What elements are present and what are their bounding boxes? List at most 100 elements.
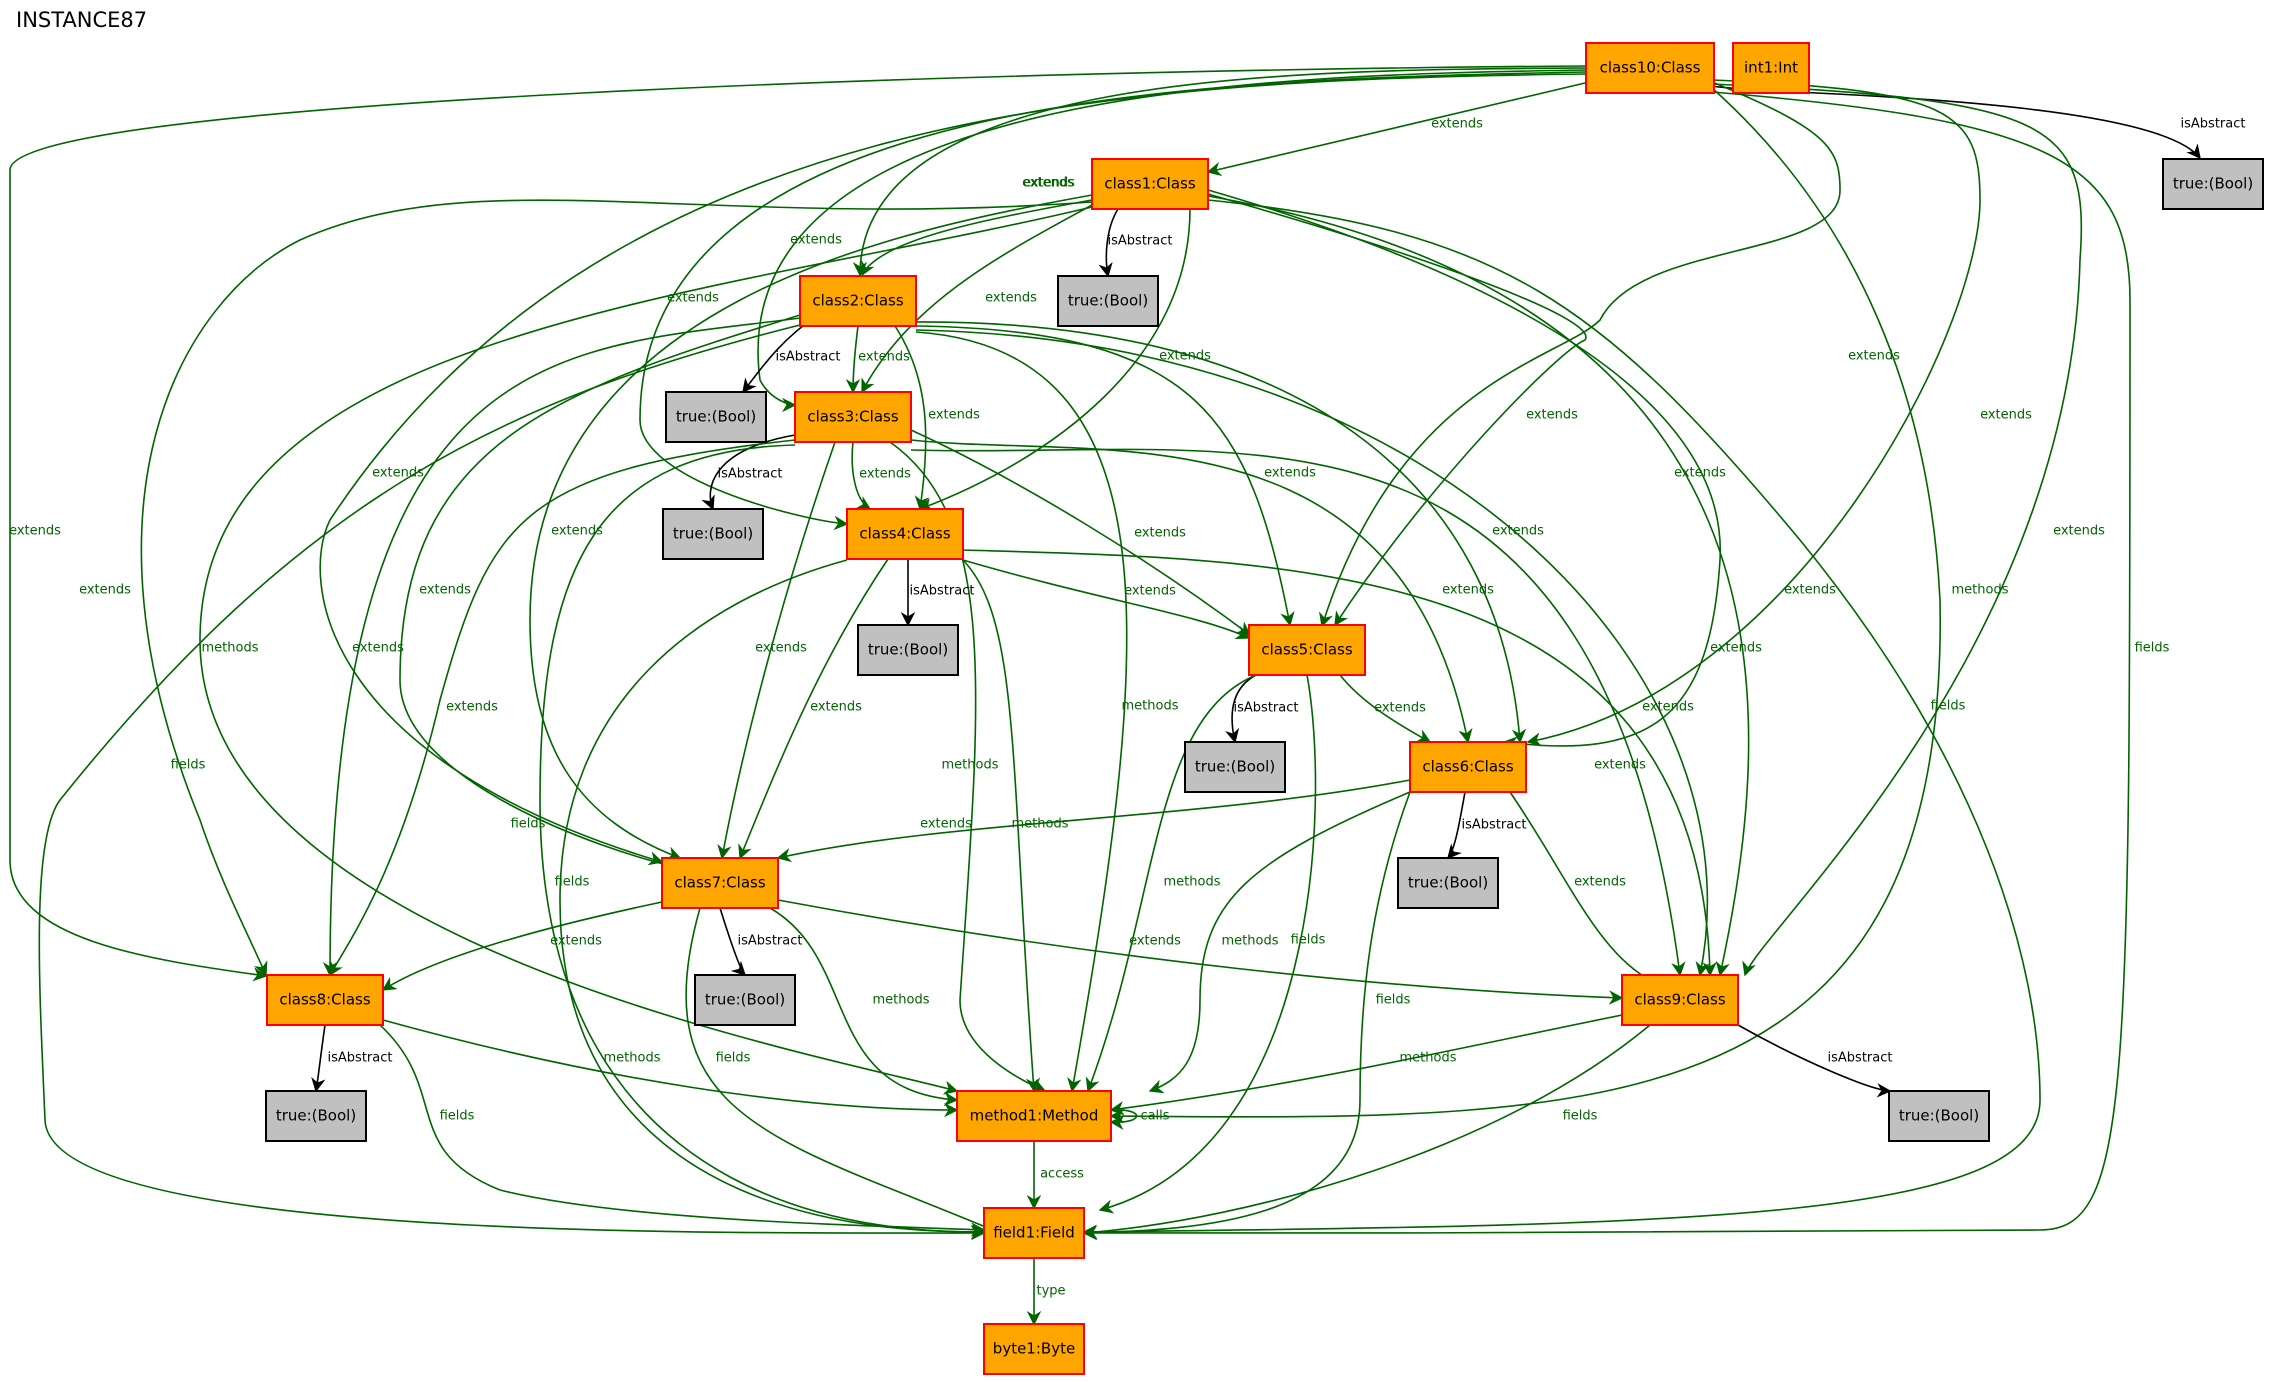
- node-class9[interactable]: class9:Class: [1621, 974, 1739, 1026]
- edges-layer: isAbstract extends extends extends extends ex…: [9, 65, 2245, 1326]
- edge-label-isAbstract: isAbstract: [776, 350, 841, 365]
- edge-class1-field1: [1082, 199, 2041, 1240]
- edge-label-extends: extends: [79, 583, 131, 598]
- node-b4[interactable]: true:(Bool): [857, 624, 959, 676]
- edge-label-methods: methods: [604, 1051, 661, 1066]
- edge-label-fields: fields: [511, 817, 546, 832]
- node-field1[interactable]: field1:Field: [983, 1207, 1085, 1259]
- edge-class8-method1: [382, 1019, 959, 1118]
- edge-class10-b10: [1711, 85, 2201, 160]
- edge-class6-b6: [1447, 791, 1466, 860]
- node-label: true:(Bool): [276, 1107, 356, 1125]
- node-byte1[interactable]: byte1:Byte: [983, 1323, 1085, 1375]
- edge-label-extends: extends: [1848, 349, 1900, 364]
- edge-label-extends: extends: [1642, 700, 1694, 715]
- node-box: [1248, 624, 1366, 676]
- node-label: int1:Int: [1744, 59, 1798, 77]
- node-class4[interactable]: class4:Class: [846, 508, 964, 560]
- edge-class10-field1: [1082, 91, 2131, 1241]
- edge-class4-field1: [559, 559, 986, 1240]
- edge-label-extends: extends: [2053, 524, 2105, 539]
- node-box: [1184, 741, 1286, 793]
- node-b10[interactable]: true:(Bool): [2162, 158, 2264, 210]
- node-label: field1:Field: [993, 1224, 1075, 1242]
- edge-class6-class7: [776, 779, 1411, 863]
- edge-class1-class8: [140, 199, 1093, 977]
- node-b9[interactable]: true:(Bool): [1888, 1090, 1990, 1142]
- node-b6[interactable]: true:(Bool): [1397, 857, 1499, 909]
- edge-class1-b1: [1098, 208, 1119, 278]
- edge-label-extends: extends: [1022, 176, 1074, 191]
- node-class7[interactable]: class7:Class: [661, 857, 779, 909]
- node-box: [1621, 974, 1739, 1026]
- edge-class3-class8: [329, 439, 796, 977]
- node-box: [2162, 158, 2264, 210]
- edge-label-isAbstract: isAbstract: [738, 934, 803, 949]
- edge-class4-method1: [962, 559, 1041, 1093]
- node-class6[interactable]: class6:Class: [1409, 741, 1527, 793]
- edge-class7-b7: [719, 907, 747, 977]
- edge-label-isAbstract: isAbstract: [718, 467, 783, 482]
- node-b7[interactable]: true:(Bool): [694, 974, 796, 1026]
- node-label: true:(Bool): [1195, 758, 1275, 776]
- edge-class6-class9: [1509, 791, 1662, 987]
- node-class5[interactable]: class5:Class: [1248, 624, 1366, 676]
- node-box: [1057, 275, 1159, 327]
- node-class3[interactable]: class3:Class: [794, 391, 912, 443]
- edge-class4-class9: [962, 549, 1717, 977]
- edge-class10-class6: [1526, 79, 1981, 747]
- edge-class2-class3: [845, 325, 861, 394]
- edge-class2-field1: [38, 324, 986, 1241]
- node-box: [794, 391, 912, 443]
- node-class8[interactable]: class8:Class: [266, 974, 384, 1026]
- edge-class7-class8: [381, 901, 663, 991]
- edge-label-methods: methods: [1122, 699, 1179, 714]
- nodes-layer: class10:Class int1:Int true:(Bool) class1:C…: [265, 42, 2264, 1375]
- edge-class3-class6: [910, 439, 1473, 744]
- edge-label-extends: extends: [1374, 701, 1426, 716]
- node-box: [846, 508, 964, 560]
- node-b1[interactable]: true:(Bool): [1057, 275, 1159, 327]
- edge-class1-class5: [1207, 193, 1587, 627]
- edge-class8-b8: [311, 1024, 326, 1093]
- edge-label-extends: extends: [755, 641, 807, 656]
- edge-label-methods: methods: [1222, 934, 1279, 949]
- edge-class1-class7: [529, 194, 1093, 861]
- node-box: [1409, 741, 1527, 793]
- edge-class5-field1: [1098, 674, 1317, 1214]
- edge-class10-class3: [757, 69, 1586, 413]
- edge-label-isAbstract: isAbstract: [910, 584, 975, 599]
- edge-class3-class4: [851, 441, 872, 510]
- edge-label-extends: extends: [985, 291, 1037, 306]
- node-box: [661, 857, 779, 909]
- node-label: class7:Class: [674, 874, 765, 892]
- edge-class8-field1: [379, 1024, 986, 1237]
- edge-class4-class5: [962, 559, 1251, 640]
- edge-class9-b9: [1737, 1024, 1892, 1098]
- edge-label-fields: fields: [171, 758, 206, 773]
- edge-label-extends: extends: [1492, 524, 1544, 539]
- node-method1[interactable]: method1:Method: [956, 1090, 1112, 1142]
- node-class2[interactable]: class2:Class: [799, 275, 917, 327]
- edge-class6-method1: [1148, 791, 1411, 1094]
- node-class10[interactable]: class10:Class: [1585, 42, 1715, 94]
- edge-label-isAbstract: isAbstract: [1828, 1051, 1893, 1066]
- edge-class1-class3: [861, 204, 1093, 394]
- edge-label-extends: extends: [419, 583, 471, 598]
- node-b5[interactable]: true:(Bool): [1184, 741, 1286, 793]
- edge-class10-class5: [1319, 81, 1841, 628]
- node-class1[interactable]: class1:Class: [1091, 158, 1209, 210]
- node-b3[interactable]: true:(Bool): [662, 508, 764, 560]
- edge-label-methods: methods: [1164, 875, 1221, 890]
- edge-label-extends: extends: [920, 817, 972, 832]
- edge-label-extends: extends: [1124, 584, 1176, 599]
- edge-label-extends: extends: [1784, 583, 1836, 598]
- edge-class10-class9: [1711, 83, 2083, 977]
- edge-label-isAbstract: isAbstract: [1234, 701, 1299, 716]
- edge-label-extends: extends: [667, 291, 719, 306]
- node-b8[interactable]: true:(Bool): [265, 1090, 367, 1142]
- node-label: true:(Bool): [673, 525, 753, 543]
- node-int1[interactable]: int1:Int: [1732, 42, 1810, 94]
- edge-label-isAbstract: isAbstract: [328, 1051, 393, 1066]
- node-b2[interactable]: true:(Bool): [665, 391, 767, 443]
